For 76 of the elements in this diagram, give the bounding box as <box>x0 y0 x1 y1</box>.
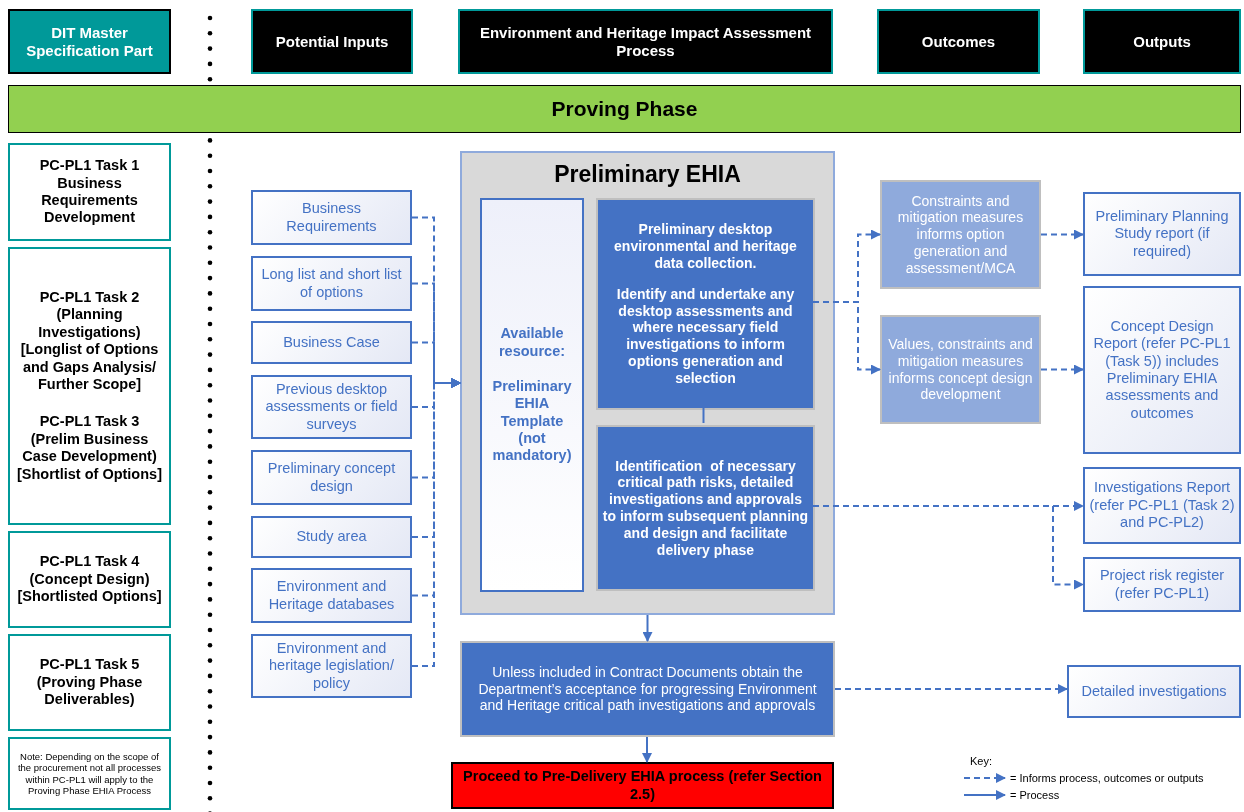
process-box <box>460 641 835 737</box>
node-text: Outputs <box>1133 32 1191 51</box>
input-box <box>251 516 412 558</box>
node-text: Note: Depending on the scope of the procurement not all processes within PC-PL1 will apply to the Proving Phase EHIA Process <box>16 750 163 797</box>
node-text: Preliminary desktop environmental and heritage data collection. <box>613 221 798 272</box>
phase-band <box>8 85 1241 133</box>
node-text: PC-PL1 Task 3 (Prelim Business Case Development) [Shortlist of Options] <box>16 413 163 483</box>
column-header <box>1083 9 1241 74</box>
connector-arrow <box>642 614 653 642</box>
node-text: Outcomes <box>921 32 996 51</box>
note-box <box>8 737 171 810</box>
node-text: Potential Inputs <box>275 32 389 51</box>
connector-arrow <box>1040 229 1084 240</box>
resource-box <box>480 198 584 592</box>
connector-arrow <box>642 736 652 763</box>
input-box <box>251 568 412 623</box>
connector-arrow <box>834 684 1068 694</box>
node-text: Previous desktop assessments or field surveys <box>264 380 399 434</box>
next-step-box <box>451 762 834 809</box>
outcome-box <box>880 180 1041 289</box>
node-text: Environment and Heritage Impact Assessment Process <box>478 23 813 60</box>
node-text: PC-PL1 Task 2 (Planning Investigations) [Longlist of Options and Gaps Analysis/ Further Scope] <box>19 289 160 394</box>
legend-text: = Informs process, outcomes or outputs <box>1010 772 1204 784</box>
connector-arrow <box>411 378 461 667</box>
output-box <box>1067 665 1241 718</box>
node-text: Environment and heritage legislation/ policy <box>268 639 395 693</box>
output-box <box>1083 286 1241 454</box>
input-box <box>251 375 412 439</box>
column-header <box>458 9 833 74</box>
node-text: Long list and short list of options <box>260 266 403 301</box>
process-box <box>596 198 815 410</box>
input-box <box>251 190 412 245</box>
node-text: Detailed investigations <box>1081 682 1227 701</box>
output-box <box>1083 192 1241 276</box>
task-box <box>8 634 171 731</box>
node-text: Constraints and mitigation measures informs option generation and assessment/MCA <box>896 192 1025 277</box>
legend-text: = Process <box>1010 789 1060 801</box>
task-box <box>8 143 171 241</box>
column-header <box>877 9 1040 74</box>
task-box <box>8 247 171 525</box>
node-text: Business Requirements <box>285 200 378 235</box>
input-box <box>251 450 412 505</box>
task-box <box>8 531 171 628</box>
input-box <box>251 256 412 311</box>
node-text: Project risk register (refer PC-PL1) <box>1098 567 1226 602</box>
node-text: Business Case <box>283 333 380 352</box>
node-text: Identification of necessary critical path risks, detailed investigations and approvals to inform subsequent planning and design and facilitate delivery phase <box>602 457 809 559</box>
node-text: Proceed to Pre-Delivery EHIA process (refer Section 2.5) <box>462 768 823 803</box>
node-text: Investigations Report (refer PC-PL1 (Task 2) and PC-PL2) <box>1089 479 1235 532</box>
input-box <box>251 321 412 364</box>
output-box <box>1083 467 1241 544</box>
container-title: Preliminary EHIA <box>554 161 741 189</box>
node-text: Preliminary Planning Study report (if required) <box>1094 207 1230 261</box>
header-box <box>8 9 171 74</box>
node-text: Preliminary EHIA Template (not mandatory) <box>491 377 573 465</box>
node-text: DIT Master Specification Part <box>25 23 154 60</box>
node-text: Unless included in Contract Documents obtain the Department’s acceptance for progressing Environment and Heritage critical path investigations and approvals <box>477 663 818 715</box>
outcome-box <box>880 315 1041 424</box>
column-header <box>251 9 413 74</box>
connector-arrow <box>1040 364 1084 375</box>
node-text: PC-PL1 Task 1 Business Requirements Development <box>38 157 141 227</box>
node-text: Identify and undertake any desktop assessments and where necessary field investigations to inform options generation and selection <box>615 285 796 387</box>
process-container <box>460 151 835 615</box>
node-text: Proving Phase <box>551 96 698 122</box>
node-text: Environment and Heritage databases <box>267 578 396 613</box>
node-text: Concept Design Report (refer PC-PL1 (Task 5)) includes Preliminary EHIA assessments and outcomes <box>1092 317 1232 423</box>
output-box <box>1083 557 1241 612</box>
node-text: PC-PL1 Task 4 (Concept Design) [Shortlisted Options] <box>16 553 163 606</box>
key-title: Key: <box>970 755 992 767</box>
node-text: Available resource: <box>497 325 567 360</box>
input-box <box>251 634 412 698</box>
node-text: Study area <box>296 528 367 546</box>
node-text: PC-PL1 Task 5 (Proving Phase Deliverables) <box>35 656 144 709</box>
process-box <box>596 425 815 591</box>
node-text: Preliminary concept design <box>266 460 397 495</box>
node-text: Values, constraints and mitigation measures informs concept design development <box>887 335 1034 404</box>
